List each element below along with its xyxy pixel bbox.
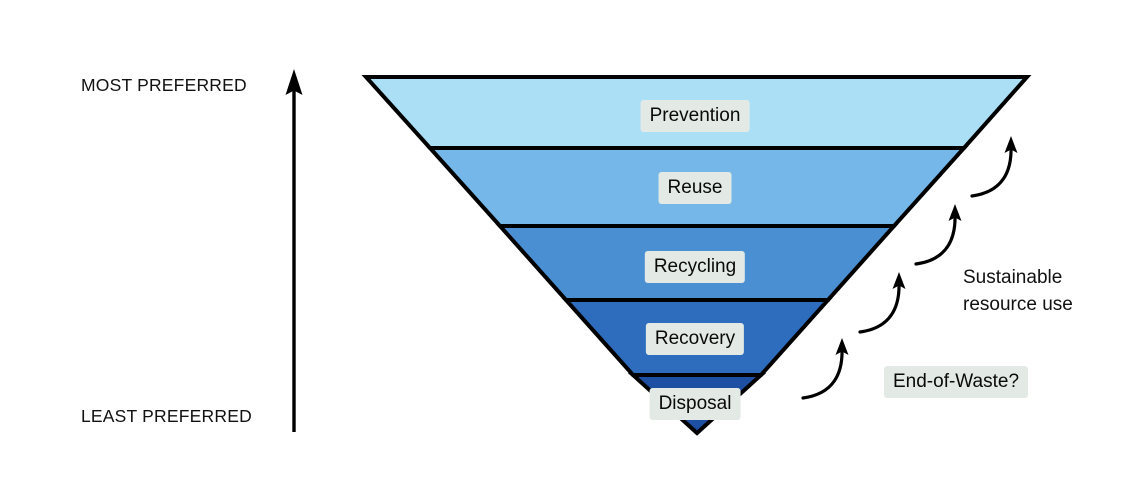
funnel-label-prevention[interactable]: Prevention	[640, 100, 750, 132]
preference-arrow	[285, 69, 303, 432]
up-arrow-icon	[285, 69, 303, 95]
annotation-sustainable-resource-use: Sustainable resource use	[963, 265, 1073, 319]
annotation-end-of-waste: End-of-Waste?	[884, 366, 1029, 398]
annotation-sustainable-line-2: resource use	[963, 293, 1073, 315]
curved-up-arrow-icon-1	[970, 136, 1018, 198]
funnel-label-recovery[interactable]: Recovery	[645, 323, 745, 355]
funnel-label-disposal[interactable]: Disposal	[649, 388, 741, 420]
funnel-label-recycling[interactable]: Recycling	[644, 251, 746, 283]
curved-up-arrow-icon-4	[801, 338, 849, 400]
funnel-label-reuse[interactable]: Reuse	[658, 172, 732, 204]
axis-label-most-preferred: MOST PREFERRED	[81, 75, 247, 95]
curved-up-arrow-icon-2	[914, 204, 962, 266]
annotation-sustainable-line-1: Sustainable	[963, 267, 1063, 288]
axis-label-least-preferred: LEAST PREFERRED	[81, 406, 252, 426]
sustainable-arrows	[801, 136, 1018, 400]
curved-up-arrow-icon-3	[858, 272, 906, 334]
